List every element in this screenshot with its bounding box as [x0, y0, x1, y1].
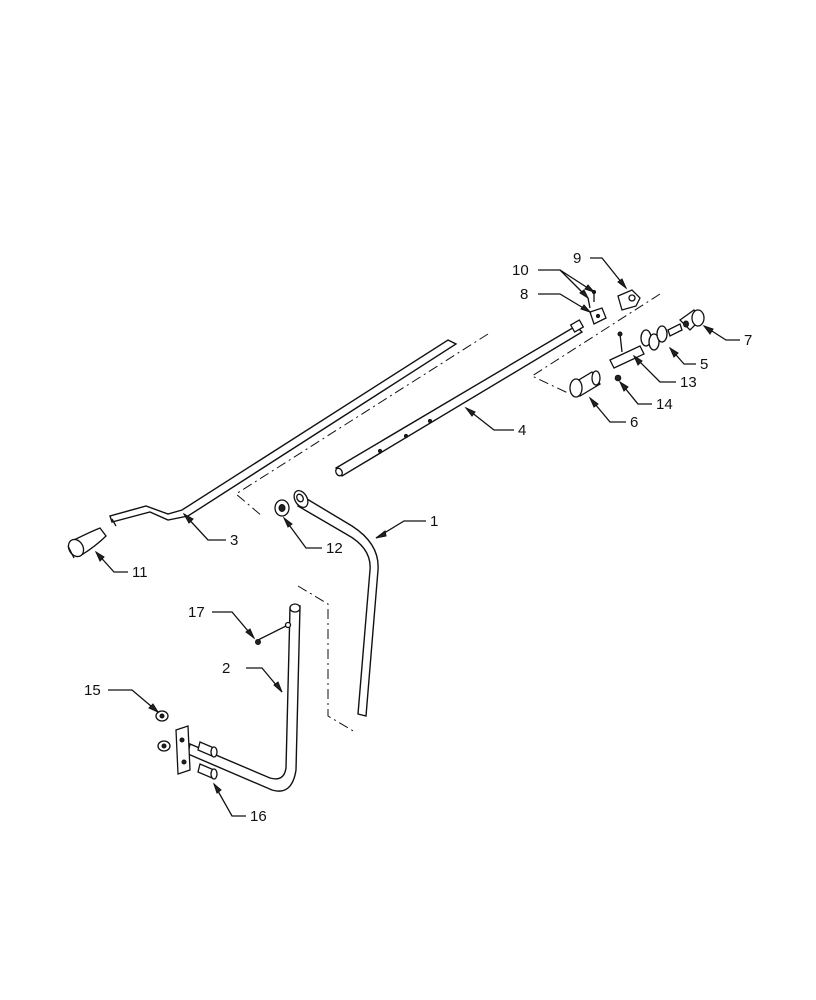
- callout-labels: 1 2 3 4 5 6 7 8 9 10 11 12 13 14 15 16 1…: [84, 250, 752, 825]
- part-7-end-cap: [678, 309, 705, 331]
- callout-10: 10: [512, 262, 529, 279]
- callout-7: 7: [744, 332, 752, 349]
- part-15-nut-upper: [155, 710, 169, 722]
- part-15-nut-lower: [157, 740, 171, 752]
- callout-6: 6: [630, 414, 638, 431]
- callout-15: 15: [84, 682, 101, 699]
- callout-5: 5: [700, 356, 708, 373]
- mounting-plate: [175, 725, 191, 775]
- part-2-lower-tube: [187, 603, 301, 792]
- part-9-yoke: [617, 289, 641, 311]
- part-14-nut: [614, 374, 622, 382]
- callout-1: 1: [430, 513, 438, 530]
- callout-16: 16: [250, 808, 267, 825]
- callout-12: 12: [326, 540, 343, 557]
- part-16-bolt-lower: [197, 763, 218, 780]
- part-4-shaft: [334, 319, 585, 477]
- part-13-pin: [609, 331, 645, 369]
- callout-3: 3: [230, 532, 238, 549]
- callout-11: 11: [132, 564, 148, 581]
- callout-8: 8: [520, 286, 528, 303]
- assembly-reference-lines: [235, 293, 661, 733]
- callout-14: 14: [656, 396, 673, 413]
- callout-13: 13: [680, 374, 697, 391]
- part-3-crank-rod: [109, 339, 458, 527]
- part-12-washer: [274, 499, 290, 517]
- callout-9: 9: [573, 250, 581, 267]
- part-1-bent-tube: [293, 489, 379, 717]
- part-11-handle-grip: [67, 527, 107, 559]
- callout-leaders: [94, 257, 740, 817]
- part-5-spring: [640, 323, 683, 351]
- callout-17: 17: [188, 604, 205, 621]
- part-6-sleeve: [569, 370, 601, 398]
- part-16-bolt-upper: [197, 741, 218, 758]
- callout-2: 2: [222, 660, 230, 677]
- part-17-pin: [255, 621, 292, 645]
- callout-4: 4: [518, 422, 526, 439]
- part-8-clamp-block: [589, 307, 607, 325]
